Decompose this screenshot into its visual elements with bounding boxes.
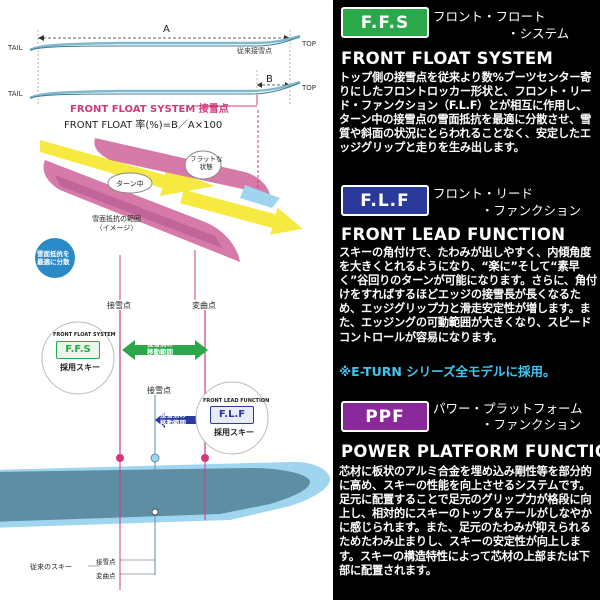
ppf-jp-title-2: ・ファンクション	[481, 417, 582, 432]
contact-range-label: 接雪点の 移動範囲	[147, 340, 173, 356]
ffs-adopt-title: FRONT FLOAT SYSTEM	[53, 332, 116, 338]
bend-point-label: 変曲点	[192, 301, 216, 310]
ppf-title: POWER PLATFORM FUNCTION	[341, 442, 600, 461]
ffs-jp-title-2: ・システム	[507, 26, 570, 41]
flf-body: スキーの角付けで、たわみが出しやすく、内傾角度を大きくとれるようになり、“楽に”…	[339, 246, 597, 344]
ffs-adopt-badge: F.F.S	[56, 341, 100, 359]
bottom-contact-label: 接雪点	[96, 558, 116, 566]
turn-middle-label: ターン中	[116, 180, 144, 188]
ffs-formula: FRONT FLOAT 率(%)=B／A×100	[64, 120, 223, 131]
ffs-badge: F.F.S	[341, 7, 429, 38]
flf-adopt-title: FRONT LEAD FUNCTION	[203, 398, 270, 404]
description-panel: F.F.S フロント・フロート ・システム FRONT FLOAT SYSTEM…	[333, 0, 600, 600]
ppf-body: 芯材に板状のアルミ合金を埋め込み剛性等を部分的に高め、スキーの性能を向上させるシ…	[339, 465, 592, 577]
ffs-title: FRONT FLOAT SYSTEM	[341, 49, 554, 68]
contact-range-label-2: 接雪点の 移動範囲	[160, 411, 186, 427]
tail-label-1: TAIL	[8, 44, 23, 52]
eturn-note: ※E-TURN シリーズ全モデルに採用。	[339, 364, 556, 379]
direction-arrow	[40, 140, 215, 196]
flf-title: FRONT LEAD FUNCTION	[341, 225, 566, 244]
flf-badge: F.L.F	[341, 185, 429, 216]
ppf-jp-title-1: パワー・プラットフォーム	[433, 401, 583, 416]
bottom-bend-label: 変曲点	[96, 572, 116, 580]
flf-adopt-badge: F.L.F	[210, 406, 254, 424]
flf-adopt-label: 採用スキー	[214, 428, 254, 437]
ski-profile-top	[29, 34, 301, 52]
contact-point-label: 接雪点	[107, 301, 131, 310]
snow-resist-optimal-label: 雪面抵抗を 最適に分散	[37, 250, 70, 266]
conventional-contact-label: 従来接雪点	[237, 47, 272, 55]
snow-resist-optimal-circle	[35, 238, 75, 278]
flf-jp-title-2: ・ファンクション	[481, 203, 582, 218]
flat-state-label: フラットな 状態	[190, 155, 223, 171]
top-label-1: TOP	[302, 40, 317, 48]
ffs-jp-title-1: フロント・フロート	[433, 9, 546, 24]
top-label-2: TOP	[302, 84, 317, 92]
ffs-contact-title: FRONT FLOAT SYSTEM 接雪点	[70, 104, 229, 115]
ffs-adopt-label: 採用スキー	[60, 363, 100, 372]
ffs-body: トップ側の接雪点を従来より数%ブーツセンター寄りにしたフロントロッカー形状と、フ…	[339, 71, 592, 155]
snow-resist-range-label: 雪面抵抗の範囲 （イメージ）	[92, 215, 141, 232]
ski-profile-bottom	[29, 80, 301, 100]
diagram-graphics	[0, 30, 331, 590]
ski-illustration-upper	[94, 138, 270, 195]
flf-jp-title-1: フロント・リード	[433, 186, 534, 201]
conventional-ski-label: 従来のスキー	[30, 563, 72, 571]
ppf-badge: PPF	[341, 401, 429, 432]
dim-b-label: B	[266, 74, 273, 85]
tail-label-2: TAIL	[8, 90, 23, 98]
diagram-panel: A B TAIL TOP TAIL TOP 従来接雪点 FRONT FLOAT …	[0, 24, 331, 590]
contact-range-arrow-green	[122, 340, 208, 360]
contact-point-label-2: 接雪点	[147, 386, 171, 395]
dim-a-label: A	[163, 24, 170, 35]
